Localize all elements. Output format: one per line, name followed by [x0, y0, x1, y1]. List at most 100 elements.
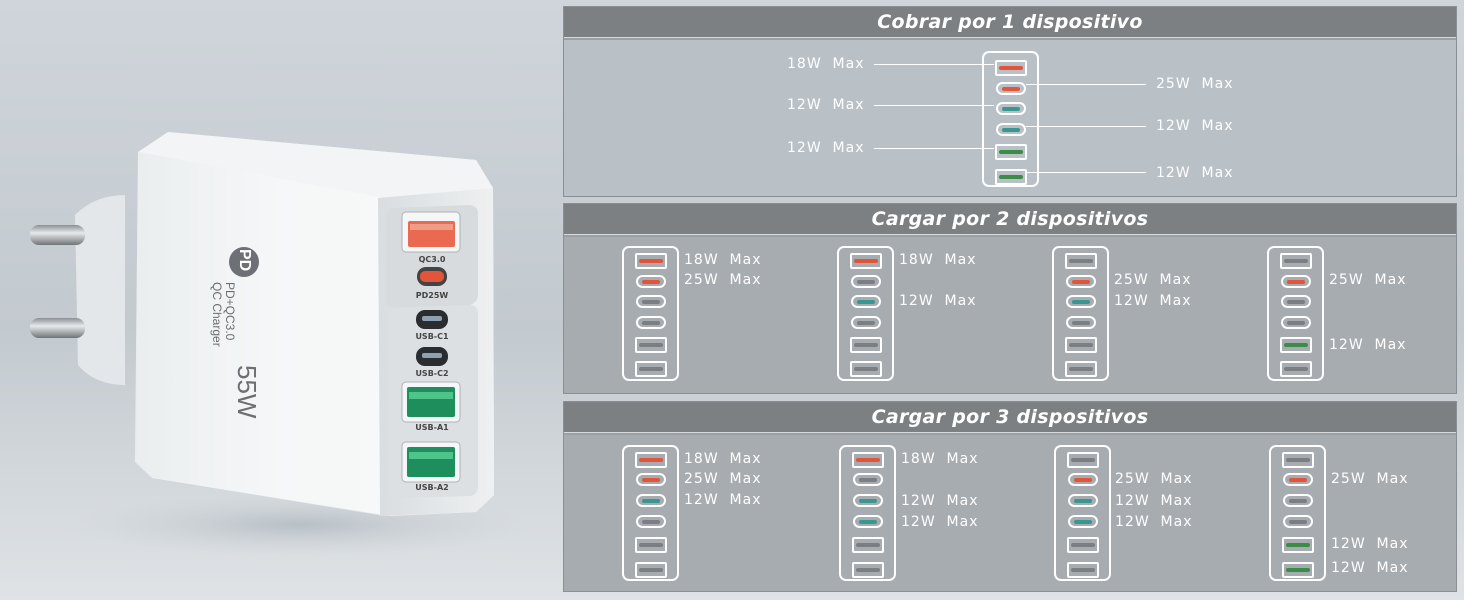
- port-indicator: [853, 343, 878, 347]
- charger-diagram-icon: [982, 51, 1039, 187]
- port-indicator: [858, 519, 877, 524]
- charger-diagram-icon: [622, 246, 679, 381]
- charger-diagram-icon: [1267, 246, 1324, 381]
- panel-three-devices: Cargar por 3 dispositivos 18W Max 25W Ma…: [563, 401, 1457, 592]
- usb-c-port: [1065, 316, 1096, 329]
- port-label-usb-c2: USB-C2: [415, 369, 449, 378]
- usb-c-port: [1282, 515, 1313, 528]
- port-label-pd25w: PD25W: [415, 291, 449, 300]
- panel-divider: [564, 432, 1456, 433]
- power-label: 18W Max: [899, 252, 977, 268]
- port-indicator: [1068, 343, 1093, 347]
- power-label: 25W Max: [1331, 471, 1409, 487]
- charger-product-image: QC3.0 PD25W USB-C1 USB-C2 USB-A1 USB-A2 …: [0, 0, 555, 600]
- port-indicator: [1286, 279, 1305, 284]
- usb-c-port: [1065, 295, 1096, 308]
- port-indicator: [853, 259, 878, 263]
- usb-c-port: [635, 515, 666, 528]
- usb-a-port: [1281, 562, 1314, 578]
- port-indicator: [1285, 543, 1310, 547]
- port-indicator: [858, 498, 877, 503]
- port-indicator: [856, 299, 875, 304]
- usb-a-port: [849, 253, 882, 269]
- power-label: 12W Max: [1329, 337, 1407, 353]
- port-label-qc30: QC3.0: [418, 255, 446, 264]
- port-indicator: [1285, 458, 1310, 462]
- power-label: 25W Max: [684, 471, 762, 487]
- panel-two-devices: Cargar por 2 dispositivos 18W Max 25W Ma…: [563, 203, 1457, 394]
- power-label: 12W Max: [901, 514, 979, 530]
- usb-c-port: [635, 316, 666, 329]
- port-label-usb-c1: USB-C1: [415, 332, 449, 341]
- port-indicator: [1286, 320, 1305, 325]
- usb-c-port: [995, 123, 1026, 136]
- port-indicator: [1285, 568, 1310, 572]
- usb-c-port: [995, 82, 1026, 95]
- usb-a-port: [849, 361, 882, 377]
- port-indicator: [1068, 259, 1093, 263]
- leader-line: [1026, 172, 1146, 173]
- power-label: 12W Max: [901, 493, 979, 509]
- power-label: 25W Max: [1115, 471, 1193, 487]
- power-label: 12W Max: [1331, 560, 1409, 576]
- port-indicator: [858, 477, 877, 482]
- usb-c-port: [850, 295, 881, 308]
- usb-c-port: [850, 316, 881, 329]
- usb-a-port: [994, 60, 1027, 76]
- usb-a-port: [1064, 337, 1097, 353]
- usb-a-port: [634, 361, 667, 377]
- port-indicator: [1070, 458, 1095, 462]
- power-label: 12W Max: [1331, 536, 1409, 552]
- usb-c-port: [852, 494, 883, 507]
- port-indicator: [1288, 519, 1307, 524]
- usb-c-port: [635, 295, 666, 308]
- usb-c-port: [635, 275, 666, 288]
- port-label-usb-a1: USB-A1: [415, 423, 449, 432]
- usb-a-port: [1066, 562, 1099, 578]
- charger-diagram-icon: [839, 445, 896, 581]
- usb-a-port: [634, 253, 667, 269]
- panel-two-devices-title: Cargar por 2 dispositivos: [564, 204, 1456, 234]
- port-label-usb-a2: USB-A2: [415, 483, 449, 492]
- power-label: 18W Max: [684, 252, 762, 268]
- usb-c-port: [1067, 494, 1098, 507]
- usb-c-port: [635, 494, 666, 507]
- brand-line-2: QC Charger: [210, 282, 224, 347]
- port-indicator: [1283, 367, 1308, 371]
- power-label: 12W Max: [1115, 493, 1193, 509]
- power-label: 25W Max: [1329, 272, 1407, 288]
- port-indicator: [1286, 299, 1305, 304]
- port-indicator: [1070, 543, 1095, 547]
- usb-a-port: [1064, 361, 1097, 377]
- usb-a-port: [1279, 253, 1312, 269]
- port-indicator: [1070, 568, 1095, 572]
- port-indicator: [856, 279, 875, 284]
- usb-a-port: [1279, 337, 1312, 353]
- panel-one-device-title: Cobrar por 1 dispositivo: [564, 7, 1456, 37]
- port-indicator: [1071, 279, 1090, 284]
- charger-diagram-icon: [1269, 445, 1326, 581]
- port-indicator: [638, 458, 663, 462]
- port-indicator: [1001, 106, 1020, 111]
- port-indicator: [641, 498, 660, 503]
- port-indicator: [856, 320, 875, 325]
- port-indicator: [638, 367, 663, 371]
- leader-line: [874, 148, 994, 149]
- port-indicator: [641, 519, 660, 524]
- usb-c-port: [1067, 515, 1098, 528]
- power-label: 12W Max: [787, 140, 865, 156]
- usb-a-port: [1064, 253, 1097, 269]
- port-indicator: [855, 543, 880, 547]
- usb-a-port: [994, 169, 1027, 185]
- power-label: 12W Max: [684, 492, 762, 508]
- power-label: 25W Max: [1156, 76, 1234, 92]
- power-label: 25W Max: [684, 272, 762, 288]
- usb-a-port: [994, 144, 1027, 160]
- port-indicator: [1073, 498, 1092, 503]
- usb-a-port: [851, 537, 884, 553]
- usb-c-port: [1282, 473, 1313, 486]
- usb-a-port: [1281, 452, 1314, 468]
- usb-a-port: [1279, 361, 1312, 377]
- usb-a-port: [634, 537, 667, 553]
- power-label: 18W Max: [901, 451, 979, 467]
